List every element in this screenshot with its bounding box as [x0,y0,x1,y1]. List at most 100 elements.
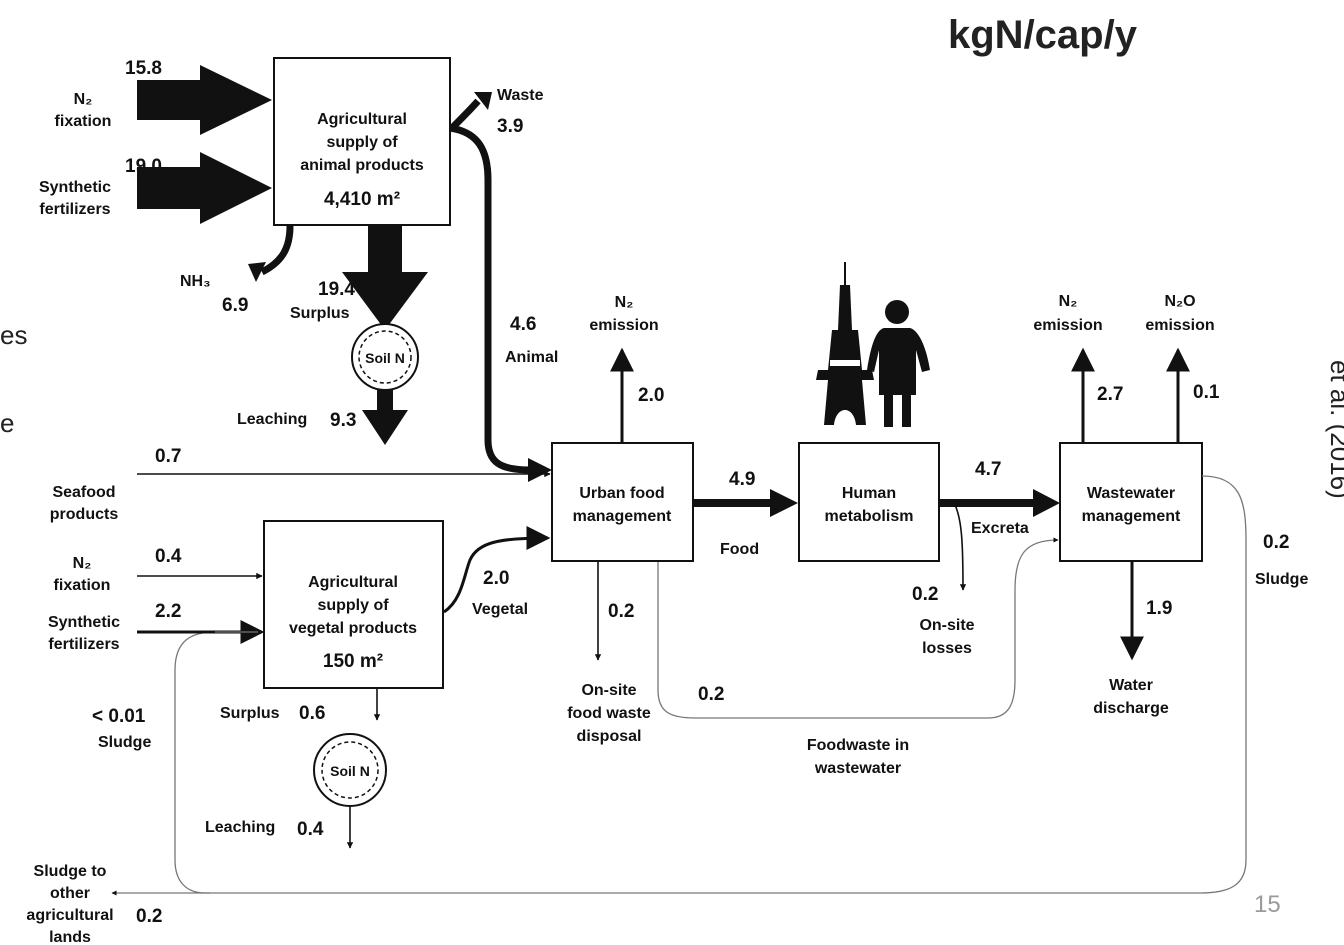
surplus-vegetal-label: Surplus [220,705,280,722]
onsite-food-waste-label-3: disposal [577,728,642,745]
food-arrowhead [770,489,798,517]
soil-n-animal-label: Soil N [365,350,405,366]
synthetic-animal-label-2: fertilizers [39,201,110,218]
synthetic-vegetal-value: 2.2 [155,601,181,622]
soil-n-vegetal-inner [321,741,379,799]
eiffel-tower-icon [816,262,874,425]
leaching-vegetal-label: Leaching [205,819,275,836]
urban-food-title-1: Urban food [579,485,664,502]
vegetal-supply-title-2: supply of [317,597,389,614]
foodwaste-ww-label-2: wastewater [814,760,901,777]
seafood-label-2: products [50,506,119,523]
excreta-value: 4.7 [975,459,1001,480]
page-number: 15 [1254,891,1281,918]
n2-emission-urban-label-2: emission [589,317,658,334]
sludge-vegetal-label: Sludge [98,734,151,751]
wastewater-title-1: Wastewater [1087,485,1175,502]
animal-supply-title-1: Agricultural [317,111,407,128]
n2o-emission-ww-label-2: emission [1145,317,1214,334]
animal-flow-arrowhead [528,458,552,482]
vegetal-flow-label: Vegetal [472,601,528,618]
surplus-animal-value: 19.4 [318,279,355,300]
soil-n-animal-inner [358,330,412,384]
n2o-emission-ww-label-1: N₂O [1164,293,1195,310]
waste-label: Waste [497,87,544,104]
synthetic-vegetal-label-2: fertilizers [48,636,119,653]
unit-title: kgN/cap/y [948,13,1138,57]
synthetic-vegetal-label-1: Synthetic [48,614,120,631]
foodwaste-ww-label-1: Foodwaste in [807,737,909,754]
left-fragment-1: es [0,320,27,350]
excreta-label: Excreta [971,520,1029,537]
wastewater-box [1059,442,1203,562]
sludge-other-label-2: other [50,885,90,902]
synthetic-animal-label-1: Synthetic [39,179,111,196]
vegetal-supply-title-1: Agricultural [308,574,398,591]
n2-fixation-vegetal-value: 0.4 [155,546,182,567]
n2-fixation-animal-label-1: N₂ [74,91,93,108]
urban-food-title-2: management [573,508,672,525]
surplus-vegetal-value: 0.6 [299,703,325,724]
onsite-food-waste-label-1: On-site [581,682,636,699]
animal-supply-title-2: supply of [326,134,398,151]
sludge-ww-value: 0.2 [1263,532,1289,553]
sludge-other-value: 0.2 [136,906,162,927]
sludge-other-label-1: Sludge to [34,863,107,880]
n2o-emission-ww-value: 0.1 [1193,382,1220,403]
n2-emission-ww-label-1: N₂ [1059,293,1078,310]
nh3-label: NH₃ [180,273,211,290]
waste-arrowhead [474,92,492,110]
sludge-vegetal-value: < 0.01 [92,706,146,727]
onsite-losses-label-2: losses [922,640,972,657]
n2-emission-ww-value: 2.7 [1097,384,1123,405]
synthetic-animal-arrow [137,152,272,224]
animal-flow-value: 4.6 [510,314,536,335]
food-value: 4.9 [729,469,755,490]
leaching-animal-value: 9.3 [330,410,356,431]
soil-n-vegetal-label: Soil N [330,763,370,779]
nh3-arrow [260,225,294,276]
n2-fixation-animal-arrow [137,65,272,135]
left-fragment-2: e [0,408,14,438]
nh3-arrowhead [248,262,266,282]
foodwaste-ww-line [657,537,1059,719]
water-discharge-label-2: discharge [1093,700,1169,717]
water-discharge-value: 1.9 [1146,598,1172,619]
n2-fixation-vegetal-label-1: N₂ [73,555,92,572]
human-metabolism-title-2: metabolism [825,508,914,525]
vegetal-flow-value: 2.0 [483,568,509,589]
onsite-losses-label-1: On-site [919,617,974,634]
vegetal-supply-box [263,520,444,689]
vegetal-supply-area: 150 m² [323,651,383,672]
onsite-losses-value: 0.2 [912,584,938,605]
sludge-other-label-3: agricultural [26,907,113,924]
animal-supply-area: 4,410 m² [324,189,400,210]
urban-food-box [551,442,694,562]
foodwaste-ww-value: 0.2 [698,684,724,705]
leaching-animal-label: Leaching [237,411,307,428]
person-icon [867,300,930,427]
onsite-food-waste-value: 0.2 [608,601,634,622]
n2-emission-urban-label-1: N₂ [615,294,634,311]
surplus-animal-arrow [342,226,428,330]
sludge-other-label-4: lands [49,929,91,945]
n2-fixation-animal-label-2: fixation [55,113,112,130]
waste-arrow [449,98,481,131]
leaching-vegetal-value: 0.4 [297,819,324,840]
leaching-animal-arrow [362,390,408,445]
n2-emission-urban-value: 2.0 [638,385,664,406]
n2-emission-ww-label-2: emission [1033,317,1102,334]
vegetal-flow-arrow [443,526,551,614]
waste-value: 3.9 [497,116,523,137]
onsite-losses-arrow [954,504,967,591]
human-metabolism-title-1: Human [842,485,896,502]
water-discharge-label-1: Water [1109,677,1153,694]
wastewater-title-2: management [1082,508,1181,525]
food-label: Food [720,541,759,558]
excreta-arrowhead [1033,489,1060,517]
human-metabolism-box [798,442,940,562]
vegetal-supply-title-3: vegetal products [289,620,417,637]
onsite-food-waste-label-2: food waste [567,705,651,722]
sludge-loop-line [174,475,1247,894]
animal-flow-line [449,124,531,474]
